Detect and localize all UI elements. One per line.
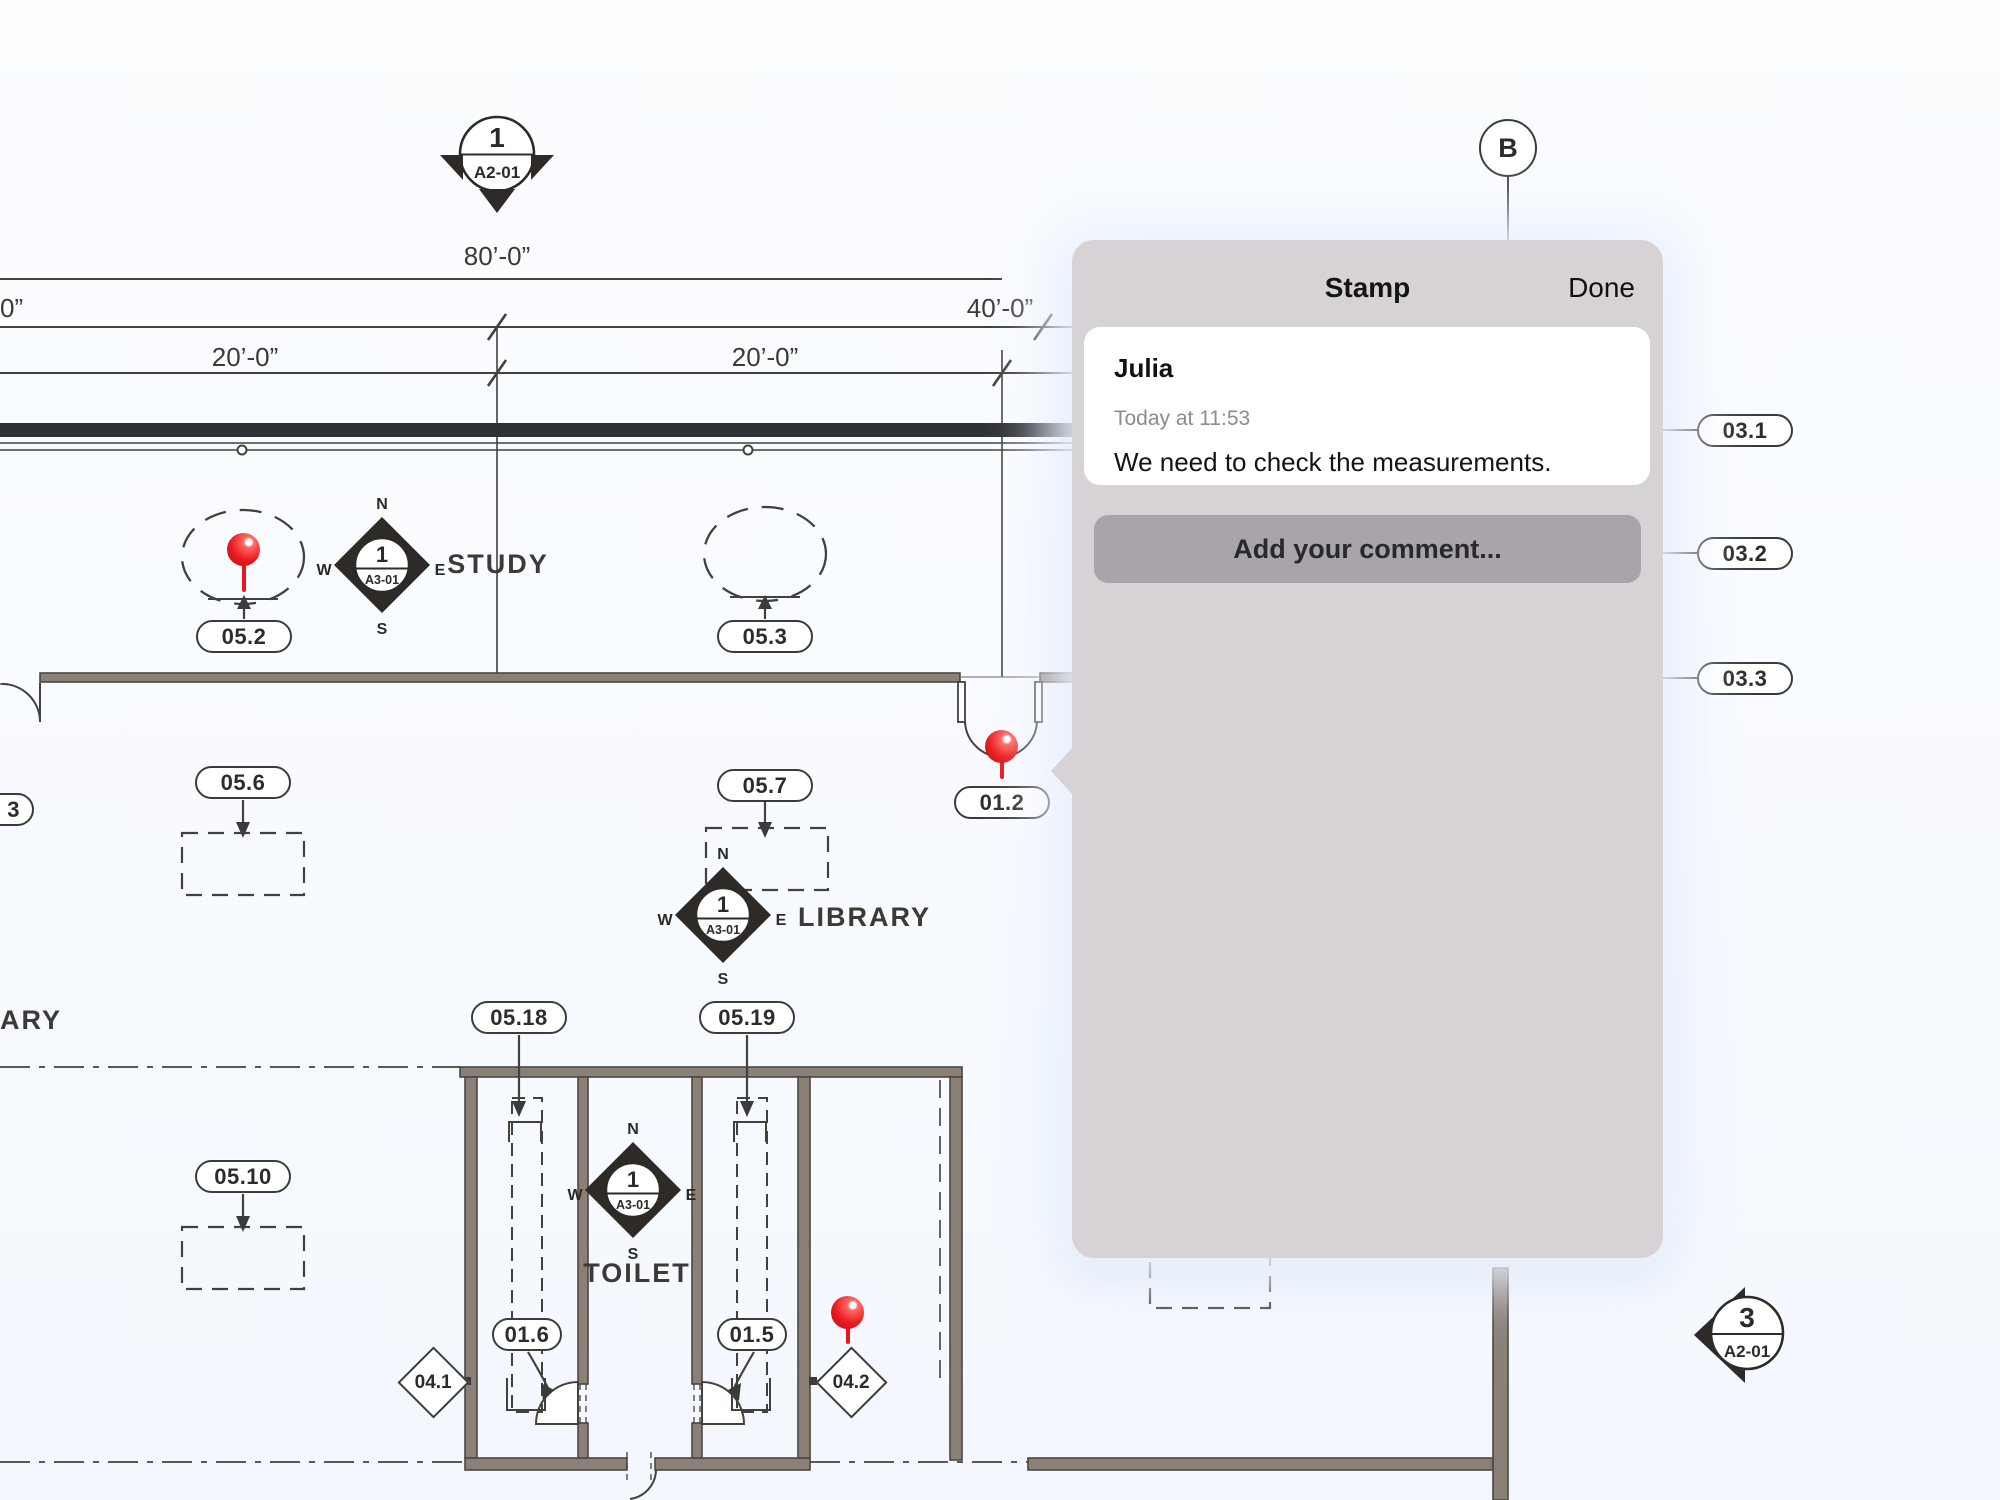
grid-bubble-03.1: 03.1 [1697, 414, 1793, 447]
section-marker-bottom: 3A2-01 [1694, 1287, 1785, 1383]
svg-text:W: W [316, 562, 332, 579]
pin-head [831, 1296, 864, 1329]
dimension-total: 80’-0” [463, 241, 531, 271]
popup-header: Stamp Done [1072, 240, 1663, 336]
callout-tag-05.3: 05.3 [717, 620, 813, 653]
grid-bubble-B: B [1479, 119, 1537, 177]
comment-author: Julia [1114, 353, 1174, 383]
room-label-library: LIBRARY [798, 902, 931, 932]
north-arrow-key-3: 1A3-01 N S W E [567, 1121, 697, 1263]
svg-text:1: 1 [627, 1167, 639, 1192]
add-comment-button[interactable]: Add your comment... [1094, 515, 1641, 583]
room-label-study: STUDY [447, 549, 549, 579]
north-arrow-key-2: 1A3-01 N S W E [657, 846, 787, 988]
callout-tag-05.2: 05.2 [196, 620, 292, 653]
svg-text:A2-01: A2-01 [474, 163, 520, 182]
svg-text:S: S [377, 621, 388, 638]
callout-tag-05.18: 05.18 [471, 1001, 567, 1034]
pin-head [227, 533, 260, 566]
dimension-edge-partial: 0” [0, 293, 24, 323]
callout-tag-05.6: 05.6 [195, 766, 291, 799]
pin-stem [241, 547, 246, 592]
dimension-forty: 40’-0” [966, 293, 1034, 323]
svg-text:E: E [686, 1187, 697, 1204]
svg-text:1: 1 [717, 892, 729, 917]
callout-tag-01.5: 01.5 [717, 1318, 787, 1351]
callout-tag-05.7: 05.7 [717, 769, 813, 802]
svg-text:3: 3 [1739, 1302, 1755, 1333]
svg-text:A3-01: A3-01 [706, 923, 740, 937]
svg-text:1: 1 [376, 542, 388, 567]
stamp-comment-popup: Stamp Done Julia Today at 11:53 We need … [1051, 240, 1663, 1258]
popup-tail-pointer [1051, 746, 1074, 796]
room-label-toilet: TOILET [583, 1258, 691, 1288]
svg-text:N: N [376, 496, 388, 513]
callout-tag-05.10: 05.10 [195, 1160, 291, 1193]
dimension-twenty-right: 20’-0” [731, 342, 799, 372]
svg-text:S: S [718, 971, 729, 988]
section-marker-top: 1A2-01 [440, 115, 554, 213]
pin-head [985, 730, 1018, 763]
north-arrow-key-1: 1A3-01 N S W E [316, 496, 446, 638]
comment-timestamp: Today at 11:53 [1114, 407, 1251, 430]
grid-bubble-03.3: 03.3 [1697, 662, 1793, 695]
svg-text:E: E [435, 562, 446, 579]
svg-text:E: E [776, 912, 787, 929]
callout-tag-01.6: 01.6 [492, 1318, 562, 1351]
svg-text:A3-01: A3-01 [365, 573, 399, 587]
svg-text:1: 1 [489, 122, 505, 153]
popup-title: Stamp [1324, 272, 1411, 303]
done-button[interactable]: Done [1568, 272, 1635, 303]
comment-text: We need to check the measurements. [1114, 447, 1552, 477]
room-label-library-partial: ARY [0, 1005, 63, 1035]
grid-bubble-03.2: 03.2 [1697, 537, 1793, 570]
svg-text:A3-01: A3-01 [616, 1198, 650, 1212]
callout-tag-01.2: 01.2 [954, 786, 1050, 819]
svg-text:S: S [628, 1246, 639, 1263]
comment-card[interactable]: Julia Today at 11:53 We need to check th… [1084, 327, 1650, 485]
callout-tag-partial: 3 [0, 793, 34, 826]
svg-text:W: W [567, 1187, 583, 1204]
svg-text:N: N [627, 1121, 639, 1138]
svg-text:N: N [717, 846, 729, 863]
callout-tag-05.19: 05.19 [699, 1001, 795, 1034]
dimension-twenty-left: 20’-0” [211, 342, 279, 372]
svg-text:A2-01: A2-01 [1724, 1342, 1770, 1361]
svg-text:W: W [657, 912, 673, 929]
